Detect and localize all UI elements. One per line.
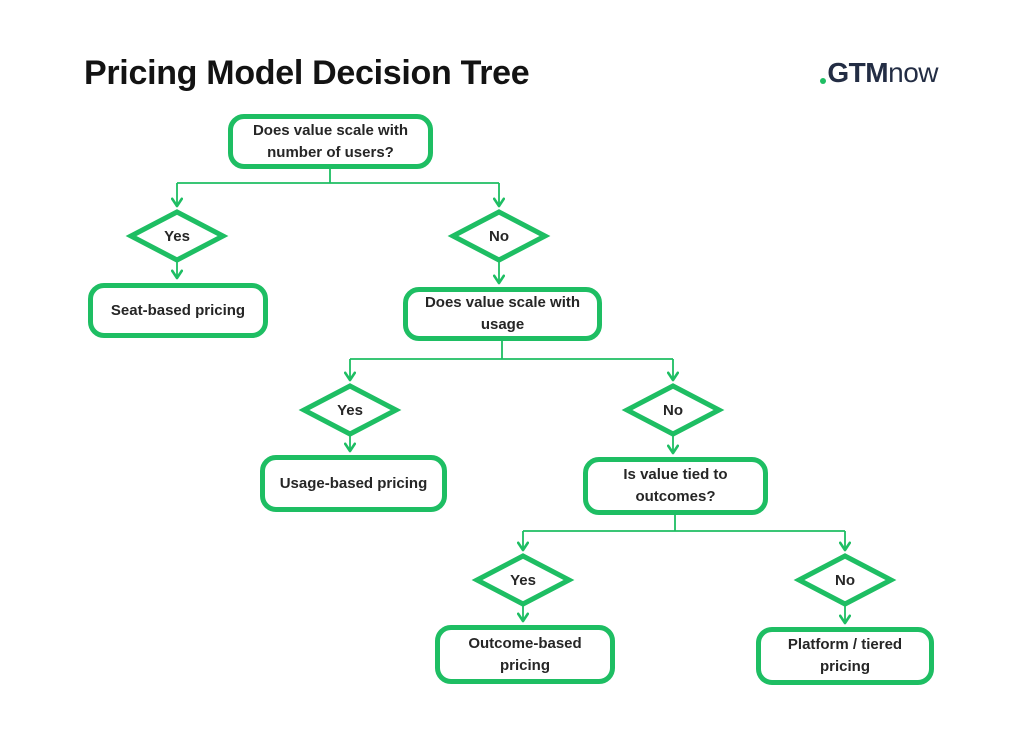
logo-dot-icon [820, 78, 827, 84]
decision-diamond-yes-2: Yes [298, 382, 402, 438]
decision-diamond-no-2: No [621, 382, 725, 438]
logo-text-bold: GTM [827, 57, 889, 88]
question-node-usage: Does value scale with usage [403, 287, 602, 341]
diamond-label: No [835, 571, 855, 589]
decision-diamond-no-1: No [447, 208, 551, 264]
diamond-label: No [489, 227, 509, 245]
diamond-label: No [663, 401, 683, 419]
result-node-seat-based: Seat-based pricing [88, 283, 268, 338]
decision-diamond-yes-1: Yes [125, 208, 229, 264]
diamond-shape [621, 383, 725, 437]
logo-text-regular: now [888, 57, 938, 88]
result-node-usage-based: Usage-based pricing [260, 455, 447, 512]
diamond-label: Yes [510, 571, 536, 589]
decision-diamond-yes-3: Yes [471, 552, 575, 608]
diamond-shape [447, 209, 551, 263]
question-node-outcomes: Is value tied to outcomes? [583, 457, 768, 515]
diamond-label: Yes [164, 227, 190, 245]
question-node-users: Does value scale with number of users? [228, 114, 433, 169]
diamond-label: Yes [337, 401, 363, 419]
page-title: Pricing Model Decision Tree [84, 54, 530, 92]
diamond-shape [298, 383, 402, 437]
diamond-shape [793, 553, 897, 607]
diamond-shape [471, 553, 575, 607]
result-node-platform-tiered: Platform / tiered pricing [756, 627, 934, 685]
diamond-shape [125, 209, 229, 263]
decision-diamond-no-3: No [793, 552, 897, 608]
brand-logo: GTM now [820, 58, 938, 88]
result-node-outcome-based: Outcome-based pricing [435, 625, 615, 684]
